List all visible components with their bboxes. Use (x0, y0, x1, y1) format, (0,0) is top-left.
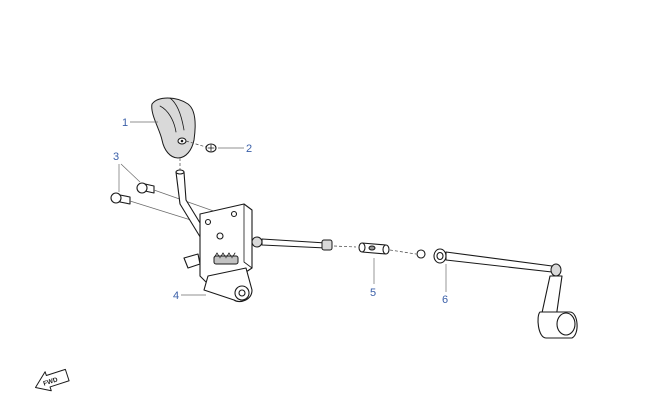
callout-number: 3 (113, 151, 119, 163)
fwd-label: FWD (42, 376, 59, 387)
part-5-rod-connector[interactable] (358, 242, 417, 255)
fwd-arrow-icon: FWD (34, 368, 70, 392)
callout-number: 1 (122, 117, 128, 129)
part-6-rear-shift-rod[interactable] (416, 248, 578, 339)
bolt-lower (110, 192, 131, 205)
callout-number: 5 (370, 287, 376, 299)
link-rod-front[interactable] (261, 238, 357, 251)
bolt-upper (136, 182, 155, 194)
callout-number: 4 (173, 290, 179, 302)
callout-1: 1 (122, 117, 158, 129)
part-2-set-screw[interactable] (185, 140, 217, 153)
callout-6: 6 (442, 264, 448, 306)
part-1-shift-knob[interactable] (151, 97, 196, 159)
callout-number: 6 (442, 294, 448, 306)
callout-5: 5 (370, 258, 376, 299)
callout-3: 3 (113, 151, 141, 192)
callout-number: 2 (246, 143, 252, 155)
part-4-shifter-bracket[interactable] (183, 203, 263, 303)
callout-2: 2 (218, 143, 252, 155)
callout-4: 4 (173, 290, 206, 302)
